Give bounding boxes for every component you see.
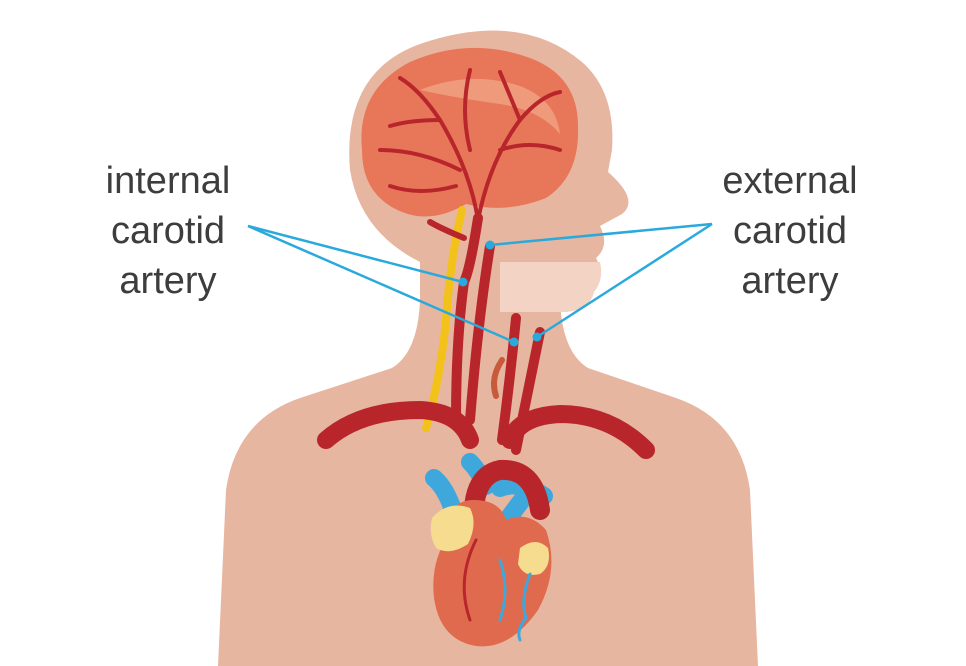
chin-highlight — [500, 262, 602, 312]
brain-vessels — [378, 68, 562, 222]
label-line: carotid — [732, 210, 848, 252]
external-leader-upper — [489, 222, 713, 247]
internal-dot-upper — [458, 277, 468, 287]
label-line: external — [722, 160, 858, 202]
coronary-vessels — [462, 538, 532, 642]
label-line: internal — [105, 160, 231, 202]
brain-highlight — [420, 78, 560, 134]
external-dot-upper — [485, 240, 495, 250]
internal-leader-upper — [247, 224, 464, 284]
vagus-nerve — [422, 206, 466, 432]
right-subclavian-artery — [317, 400, 479, 449]
internal-carotid-artery — [451, 213, 483, 425]
external-carotid-artery-label: external carotid artery — [700, 156, 880, 306]
leader-lines — [247, 222, 713, 344]
leader-dots — [458, 240, 542, 347]
left-subclavian-artery — [501, 404, 655, 459]
label-line: artery — [119, 260, 217, 302]
internal-dot-lower — [509, 337, 519, 347]
left-atrium — [518, 542, 549, 575]
internal-carotid-artery-label: internal carotid artery — [78, 156, 258, 306]
external-dot-lower — [532, 332, 542, 342]
external-carotid-artery — [497, 313, 521, 445]
thyroid-artery — [491, 357, 505, 399]
right-atrium — [430, 505, 474, 552]
torso — [218, 250, 758, 666]
external-leader-lower — [536, 222, 713, 339]
label-line: carotid — [110, 210, 226, 252]
facial-artery — [427, 219, 467, 241]
label-line: artery — [741, 260, 839, 302]
neck-arteries — [317, 213, 655, 459]
brain — [361, 47, 579, 222]
heart — [425, 453, 553, 647]
internal-leader-lower — [247, 224, 515, 344]
